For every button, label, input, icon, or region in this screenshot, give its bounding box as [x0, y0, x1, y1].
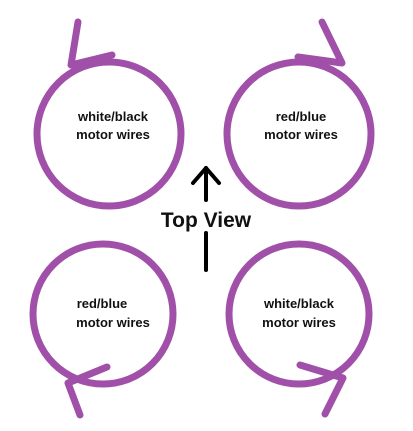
motor-ring — [225, 240, 373, 388]
motor-wire-colors-label: white/black — [77, 109, 149, 124]
rotation-arrowhead-icon — [67, 18, 116, 69]
motor-wires-label: motor wires — [262, 315, 336, 330]
motor-wire-colors-label: red/blue — [77, 296, 128, 311]
motor-ring — [33, 58, 185, 210]
motor-bottom-right: white/black motor wires — [225, 240, 373, 418]
motor-top-left: white/black motor wires — [33, 18, 185, 210]
motor-top-right: red/blue motor wires — [223, 18, 375, 210]
motor-wire-colors-label: white/black — [263, 296, 335, 311]
motor-ring — [29, 240, 177, 388]
motor-wires-label: motor wires — [76, 315, 150, 330]
forward-direction-arrow — [191, 166, 221, 272]
motor-wire-colors-label: red/blue — [276, 109, 327, 124]
motor-wires-label: motor wires — [264, 127, 338, 142]
motor-ring — [223, 58, 375, 210]
rotation-arrowhead-icon — [296, 361, 347, 418]
arrow-up-icon — [191, 166, 221, 185]
motor-bottom-left: red/blue motor wires — [29, 240, 177, 419]
motor-wires-label: motor wires — [76, 127, 150, 142]
top-view-title: Top View — [161, 209, 252, 232]
rotation-arrowhead-icon — [64, 363, 111, 419]
rotation-arrowhead-icon — [294, 18, 346, 67]
